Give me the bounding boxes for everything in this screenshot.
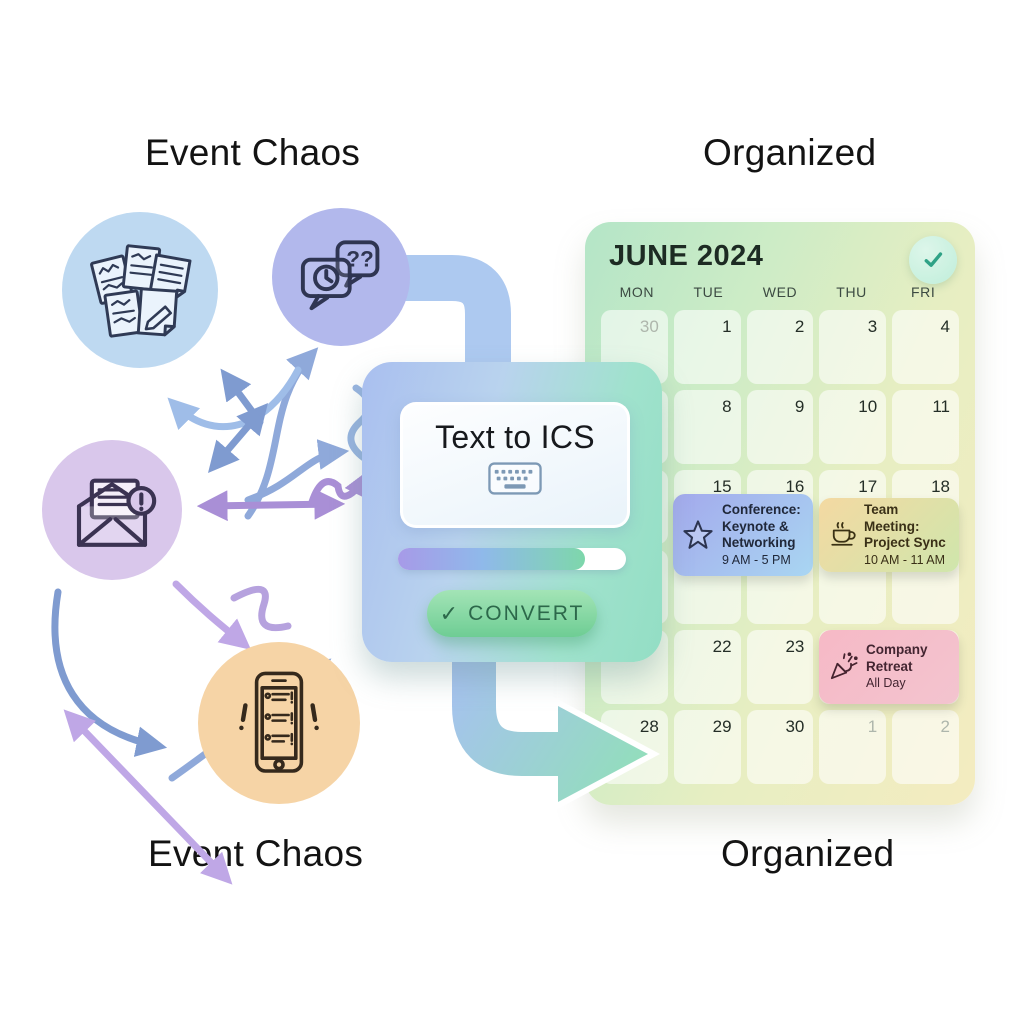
- convert-button-label: CONVERT: [468, 601, 585, 625]
- day-number: 15: [712, 477, 732, 496]
- star-icon: [681, 518, 715, 552]
- calendar-day-cell: 1: [673, 310, 741, 384]
- day-number: 1: [867, 717, 878, 736]
- day-number: 18: [931, 477, 950, 496]
- day-header: THU: [836, 284, 867, 300]
- connector-pipe: [398, 255, 511, 372]
- calendar-day-cell: 4: [892, 310, 959, 384]
- day-number: 2: [794, 317, 805, 336]
- day-number: 10: [858, 397, 878, 416]
- chaos-circle-phone: [198, 642, 360, 804]
- day-header: FRI: [911, 284, 936, 300]
- day-number: 2: [940, 717, 950, 736]
- event-card-conference[interactable]: Conference: Keynote & Networking 9 AM - …: [673, 494, 813, 576]
- calendar-day-cell: 30: [746, 710, 814, 784]
- title-organized-bottom: Organized: [721, 833, 895, 874]
- calendar-day-cell: 9: [746, 390, 814, 464]
- calendar-day-cell: 11: [892, 390, 959, 464]
- event-time: All Day: [866, 676, 906, 691]
- chaos-circle-email: [42, 440, 182, 580]
- day-number: 23: [785, 637, 805, 656]
- calendar-day-cell: 2: [892, 710, 959, 784]
- party-popper-icon: [827, 651, 859, 683]
- day-number: 22: [712, 637, 732, 656]
- day-number: 28: [639, 717, 659, 736]
- day-number: 17: [858, 477, 878, 496]
- chat-bubbles-clock-icon: ??: [289, 225, 393, 329]
- day-number: 30: [785, 717, 805, 736]
- calendar-day-cell: 29: [673, 710, 741, 784]
- day-number: 3: [867, 317, 878, 336]
- converter-title: Text to ICS: [435, 419, 595, 455]
- calendar-day-cell: 22: [673, 630, 741, 704]
- converter-panel: Text to ICS ✓ CONVERT: [362, 362, 662, 662]
- event-card-team-meeting[interactable]: Team Meeting: Project Sync 10 AM - 11 AM: [819, 498, 959, 572]
- day-number: 9: [794, 397, 805, 416]
- day-header: MON: [619, 284, 655, 300]
- calendar-day-cell: 3: [819, 310, 887, 384]
- keyboard-icon: [488, 462, 542, 500]
- event-title: Company Retreat: [866, 642, 928, 674]
- phone-checklist-icon: [215, 659, 343, 787]
- chaos-circle-notes: [62, 212, 218, 368]
- check-icon: [909, 236, 957, 284]
- progress-bar: [398, 548, 626, 570]
- calendar-day-headers: MON TUE WED THU FRI: [601, 284, 959, 300]
- progress-fill: [398, 548, 585, 570]
- calendar-day-cell: 28: [601, 710, 668, 784]
- calendar-day-cell: 23: [746, 630, 814, 704]
- sticky-notes-icon: [81, 231, 199, 349]
- title-event-chaos-bottom: Event Chaos: [148, 833, 364, 874]
- day-number: 1: [722, 317, 732, 336]
- calendar-month-title: JUNE 2024: [609, 240, 764, 272]
- day-number: 8: [722, 397, 732, 416]
- coffee-cup-icon: [827, 520, 857, 550]
- chaos-circle-chat: ??: [272, 208, 410, 346]
- title-event-chaos-top: Event Chaos: [145, 132, 361, 173]
- day-number: 4: [940, 317, 950, 336]
- envelope-alert-icon: [57, 455, 167, 565]
- event-card-retreat[interactable]: Company Retreat All Day: [819, 630, 959, 704]
- event-title: Team Meeting: Project Sync: [864, 502, 946, 551]
- day-number: 16: [785, 477, 805, 496]
- day-header: TUE: [693, 284, 724, 300]
- event-title: Conference: Keynote & Networking: [722, 502, 801, 551]
- calendar-day-cell: 1: [819, 710, 887, 784]
- day-number: 11: [932, 397, 950, 416]
- day-number: 30: [639, 317, 659, 336]
- title-organized-top: Organized: [703, 132, 877, 173]
- event-time: 9 AM - 5 PM: [722, 552, 791, 567]
- calendar-day-cell: 2: [746, 310, 814, 384]
- calendar-day-cell: 10: [819, 390, 887, 464]
- day-header: WED: [762, 284, 798, 300]
- check-icon: ✓: [439, 600, 459, 626]
- convert-button[interactable]: ✓ CONVERT: [427, 590, 597, 637]
- day-number: 29: [712, 717, 732, 736]
- converter-screen: Text to ICS: [400, 402, 630, 528]
- event-time: 10 AM - 11 AM: [864, 552, 946, 567]
- calendar-day-cell: 8: [673, 390, 741, 464]
